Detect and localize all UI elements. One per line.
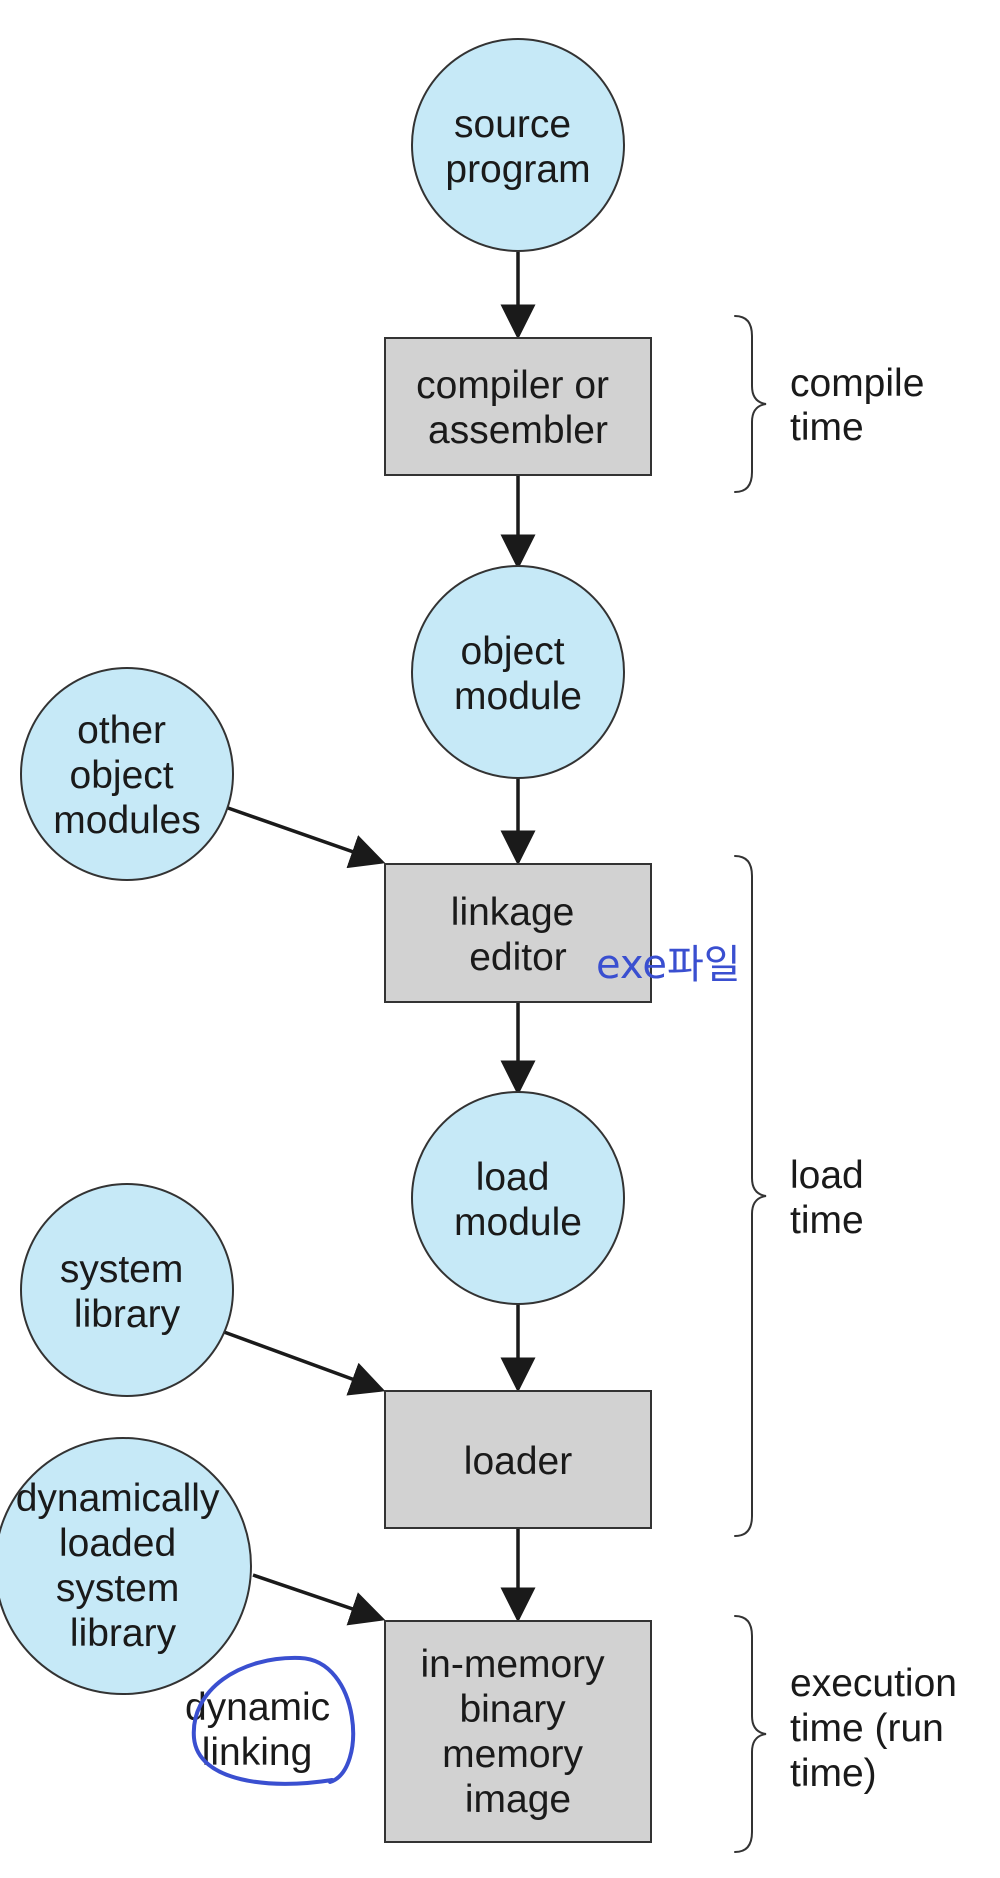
- compile-time-line-2: time: [790, 406, 864, 449]
- dynamically-loaded-library-circle: [0, 1437, 252, 1695]
- in-memory-line-2: binary: [459, 1688, 566, 1731]
- phase-braces: [734, 315, 767, 1853]
- execution-time-line-2: time (run: [790, 1707, 944, 1750]
- load-time-line-1: load: [790, 1154, 864, 1197]
- exe-file-note: exe파일: [596, 942, 741, 988]
- compiler-box: [384, 337, 652, 476]
- linkage-editor-line-1: linkage: [451, 891, 575, 934]
- compiler-label: compiler or assembler: [416, 364, 620, 452]
- dynamic-library-line-2: loaded: [59, 1522, 176, 1565]
- compile-time-label: compile time: [790, 362, 935, 449]
- system-library-line-2: library: [74, 1293, 181, 1336]
- linkage-editor-box: [384, 863, 652, 1003]
- linkage-editor-label: linkage editor: [451, 891, 585, 979]
- in-memory-line-1: in-memory: [420, 1643, 605, 1686]
- dynamic-library-line-3: system: [56, 1567, 180, 1610]
- in-memory-line-3: memory: [442, 1733, 583, 1776]
- source-program-line-1: source: [454, 103, 571, 146]
- dynamically-loaded-library-label: dynamically loaded system library: [16, 1477, 231, 1655]
- dynamic-library-line-1: dynamically: [16, 1477, 220, 1520]
- execution-time-brace: [734, 1615, 767, 1853]
- compiler-line-2: assembler: [428, 409, 608, 452]
- dynamic-linking-line-2: linking: [202, 1731, 313, 1774]
- other-object-modules-circle: [20, 667, 234, 881]
- object-module-circle: [411, 565, 625, 779]
- system-library-circle: [20, 1183, 234, 1397]
- loader-line-1: loader: [464, 1440, 572, 1483]
- arrow-syslib-to-loader: [223, 1330, 386, 1396]
- load-module-line-1: load: [476, 1156, 550, 1199]
- execution-time-line-1: execution: [790, 1662, 957, 1705]
- linkage-editor-line-2: editor: [469, 936, 567, 979]
- execution-time-line-3: time): [790, 1752, 877, 1795]
- load-module-line-2: module: [454, 1201, 582, 1244]
- loader-box: [384, 1390, 652, 1529]
- in-memory-image-box: [384, 1620, 652, 1843]
- loader-label: loader: [464, 1440, 572, 1483]
- load-time-label: load time: [790, 1154, 875, 1242]
- system-library-label: system library: [60, 1248, 194, 1336]
- source-program-line-2: program: [445, 148, 590, 191]
- load-time-line-2: time: [790, 1199, 864, 1242]
- object-module-label: object module: [454, 630, 582, 718]
- compile-time-line-1: compile: [790, 362, 924, 405]
- source-program-label: source program: [445, 103, 590, 191]
- object-module-line-1: object: [461, 630, 565, 673]
- load-time-brace: [734, 855, 767, 1537]
- load-module-label: load module: [454, 1156, 582, 1244]
- system-library-line-1: system: [60, 1248, 184, 1291]
- other-object-modules-label: other object modules: [53, 709, 200, 842]
- dynamic-linking-label: dynamic linking: [185, 1686, 341, 1774]
- object-module-line-2: module: [454, 675, 582, 718]
- in-memory-image-label: in-memory binary memory image: [420, 1643, 615, 1821]
- arrow-other-to-linkage: [227, 806, 386, 869]
- execution-time-label: execution time (run time): [790, 1662, 968, 1795]
- load-module-circle: [411, 1091, 625, 1305]
- flow-arrows: [223, 252, 536, 1626]
- other-object-modules-line-1: other: [77, 709, 166, 752]
- dynamic-library-line-4: library: [70, 1612, 177, 1655]
- in-memory-line-4: image: [465, 1778, 571, 1821]
- dynamic-linking-circle-mark: [191, 1655, 356, 1786]
- other-object-modules-line-3: modules: [53, 799, 200, 842]
- other-object-modules-line-2: object: [70, 754, 174, 797]
- arrow-dynlib-to-image: [252, 1573, 386, 1626]
- compile-time-brace: [734, 315, 767, 493]
- source-program-circle: [411, 38, 625, 252]
- compiler-line-1: compiler or: [416, 364, 609, 407]
